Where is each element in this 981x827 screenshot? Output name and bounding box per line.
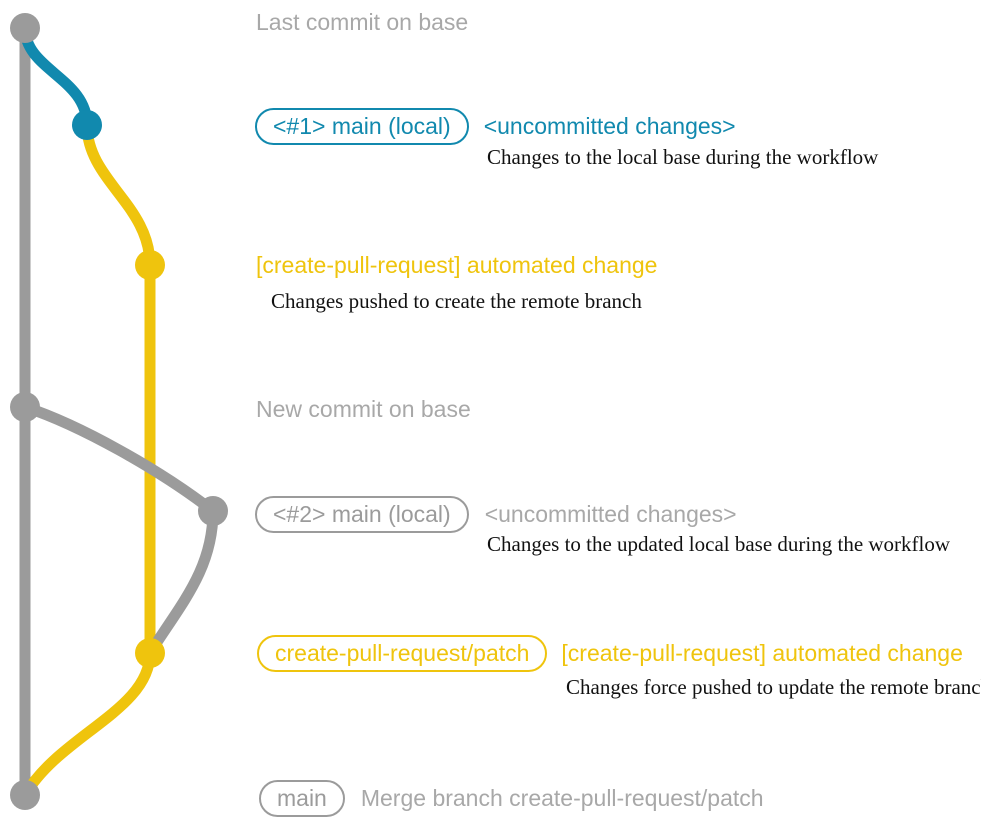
annotation-automated-change-2: create-pull-request/patch [create-pull-r…: [257, 635, 963, 672]
commit-node-patch-2[interactable]: [135, 638, 165, 668]
branch-badge-main-local-1[interactable]: <#1> main (local): [255, 108, 469, 145]
new-commit-headline: New commit on base: [256, 396, 471, 422]
commit-node-local-1[interactable]: [72, 110, 102, 140]
annotation-automated-change-1: [create-pull-request] automated change: [256, 254, 657, 277]
annotation-merge: main Merge branch create-pull-request/pa…: [259, 780, 764, 817]
commit-node-patch-1[interactable]: [135, 250, 165, 280]
edge-local1-to-patch1: [81, 119, 156, 271]
branch-badge-main-local-2[interactable]: <#2> main (local): [255, 496, 469, 533]
local-change-1-headline: <uncommitted changes>: [483, 113, 736, 139]
edge-base-to-local1: [19, 22, 93, 131]
automated-change-2-headline: [create-pull-request] automated change: [561, 640, 963, 666]
commit-node-base-new[interactable]: [10, 392, 40, 422]
automated-change-1-subtext: Changes pushed to create the remote bran…: [271, 289, 642, 313]
local-change-2-headline: <uncommitted changes>: [484, 501, 737, 527]
annotation-last-commit: Last commit on base: [256, 11, 468, 34]
annotation-local-change-1: <#1> main (local) <uncommitted changes>: [255, 108, 736, 145]
annotation-new-commit: New commit on base: [256, 398, 471, 421]
edge-patch2-to-merge: [19, 647, 156, 801]
branch-badge-main[interactable]: main: [259, 780, 345, 817]
merge-headline: Merge branch create-pull-request/patch: [360, 785, 764, 811]
branch-badge-create-pull-request-patch[interactable]: create-pull-request/patch: [257, 635, 548, 672]
commit-node-merge[interactable]: [10, 780, 40, 810]
commit-node-base-top[interactable]: [10, 13, 40, 43]
automated-change-2-subtext: Changes force pushed to update the remot…: [566, 675, 981, 699]
annotation-local-change-2: <#2> main (local) <uncommitted changes>: [255, 496, 737, 533]
edge-local2-to-patch2: [144, 505, 219, 659]
edge-basenew-to-local2: [19, 401, 219, 517]
last-commit-headline: Last commit on base: [256, 9, 469, 35]
automated-change-1-headline: [create-pull-request] automated change: [256, 252, 658, 278]
commit-node-local-2[interactable]: [198, 496, 228, 526]
local-change-1-subtext: Changes to the local base during the wor…: [487, 145, 879, 169]
local-change-2-subtext: Changes to the updated local base during…: [487, 532, 951, 556]
